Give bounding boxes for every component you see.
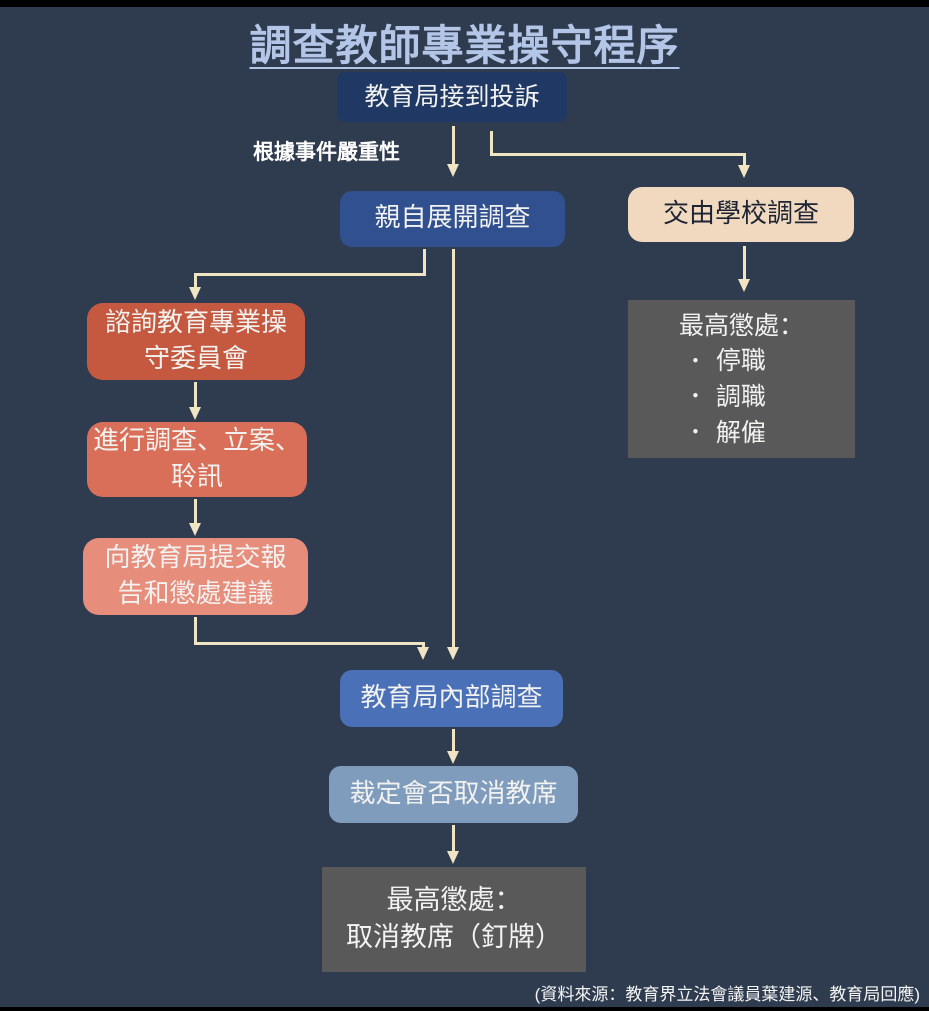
node-label-line1: 諮詢教育專業操 <box>104 308 287 339</box>
node-label-line1: 進行調查、立案、 <box>92 426 301 457</box>
arrow-self-to-consult-seg1 <box>423 249 426 276</box>
arrow-consult-to-proceed-head <box>189 407 201 420</box>
node-label-line1: 最高懲處： <box>386 885 522 917</box>
arrow-school-to-penalty-head <box>738 279 750 292</box>
node-ruling-deregistration: 裁定會否取消教席 <box>329 766 578 823</box>
arrow-self-to-consult-seg2 <box>194 273 426 276</box>
node-label-line1: 向教育局提交報 <box>104 543 287 574</box>
arrow-ruling-to-final-head <box>447 851 459 864</box>
arrow-report-to-internal-seg3 <box>422 642 425 649</box>
source-note: (資料來源：教育界立法會議員葉建源、教育局回應) <box>534 985 920 1004</box>
arrow-self-to-internal-shaft <box>452 249 455 649</box>
node-self-investigation: 親自展開調查 <box>340 191 565 247</box>
bottom-black-bar <box>0 1007 929 1011</box>
node-label-line2: 告和懲處建議 <box>117 578 274 609</box>
arrow-internal-to-ruling-head <box>447 751 459 764</box>
arrow-self-to-consult-seg3 <box>194 273 197 289</box>
arrow-school-to-penalty-shaft <box>743 246 746 281</box>
arrow-consult-to-proceed-shaft <box>194 382 197 409</box>
penalty-item-transfer: • 調職 <box>679 380 766 414</box>
node-consult-committee: 諮詢教育專業操 守委員會 <box>87 303 305 380</box>
arrow-start-to-self-head <box>447 164 459 177</box>
top-black-bar <box>0 0 929 7</box>
bullet-icon: • <box>690 423 700 442</box>
node-label: 裁定會否取消教席 <box>349 778 558 809</box>
node-school-investigation: 交由學校調查 <box>628 187 854 242</box>
penalty-list: 最高懲處： • 停職 • 調職 • 解僱 <box>679 309 804 450</box>
arrow-self-to-internal-head <box>447 647 459 660</box>
arrow-report-to-internal-head <box>417 647 429 660</box>
node-submit-report: 向教育局提交報 告和懲處建議 <box>83 538 308 615</box>
node-label: 教育局接到投訴 <box>364 82 540 112</box>
node-label: 教育局內部調查 <box>360 682 543 713</box>
arrow-start-to-school-seg2 <box>490 153 746 156</box>
arrow-report-to-internal-seg1 <box>194 617 197 645</box>
node-investigate-hearing: 進行調查、立案、 聆訊 <box>87 422 307 497</box>
node-label: 交由學校調查 <box>662 198 819 229</box>
arrow-start-to-self-shaft <box>452 126 455 166</box>
node-label-line2: 聆訊 <box>170 461 223 492</box>
arrow-report-to-internal-seg2 <box>194 642 425 645</box>
branch-condition-label: 根據事件嚴重性 <box>253 141 400 164</box>
node-edb-internal-investigation: 教育局內部調查 <box>340 670 563 727</box>
arrow-internal-to-ruling-shaft <box>452 729 455 753</box>
penalty-item-label: 解僱 <box>715 417 766 447</box>
arrow-self-to-consult-head <box>189 287 201 300</box>
arrow-ruling-to-final-shaft <box>452 825 455 853</box>
page-title: 調查教師專業操守程序 <box>249 21 680 70</box>
bullet-icon: • <box>690 351 700 370</box>
node-label-line2: 守委員會 <box>143 343 248 374</box>
arrow-proceed-to-report-head <box>189 523 201 536</box>
arrow-start-to-school-seg1 <box>490 131 493 156</box>
penalty-item-dismiss: • 解僱 <box>679 416 766 450</box>
penalty-item-label: 調職 <box>715 382 766 411</box>
node-complaint-received: 教育局接到投訴 <box>337 72 567 122</box>
node-school-max-penalty: 最高懲處： • 停職 • 調職 • 解僱 <box>628 300 855 458</box>
node-label: 親自展開調查 <box>374 203 531 234</box>
arrow-proceed-to-report-shaft <box>194 499 197 525</box>
penalty-item-suspend: • 停職 <box>679 344 766 378</box>
node-final-max-penalty: 最高懲處： 取消教席（釘牌） <box>322 867 586 972</box>
penalty-item-label: 停職 <box>715 346 766 376</box>
arrow-start-to-school-seg3 <box>743 153 746 167</box>
penalty-heading: 最高懲處： <box>678 310 804 340</box>
bullet-icon: • <box>690 387 700 406</box>
arrow-start-to-school-head <box>738 165 750 178</box>
node-label-line2: 取消教席（釘牌） <box>346 921 562 953</box>
